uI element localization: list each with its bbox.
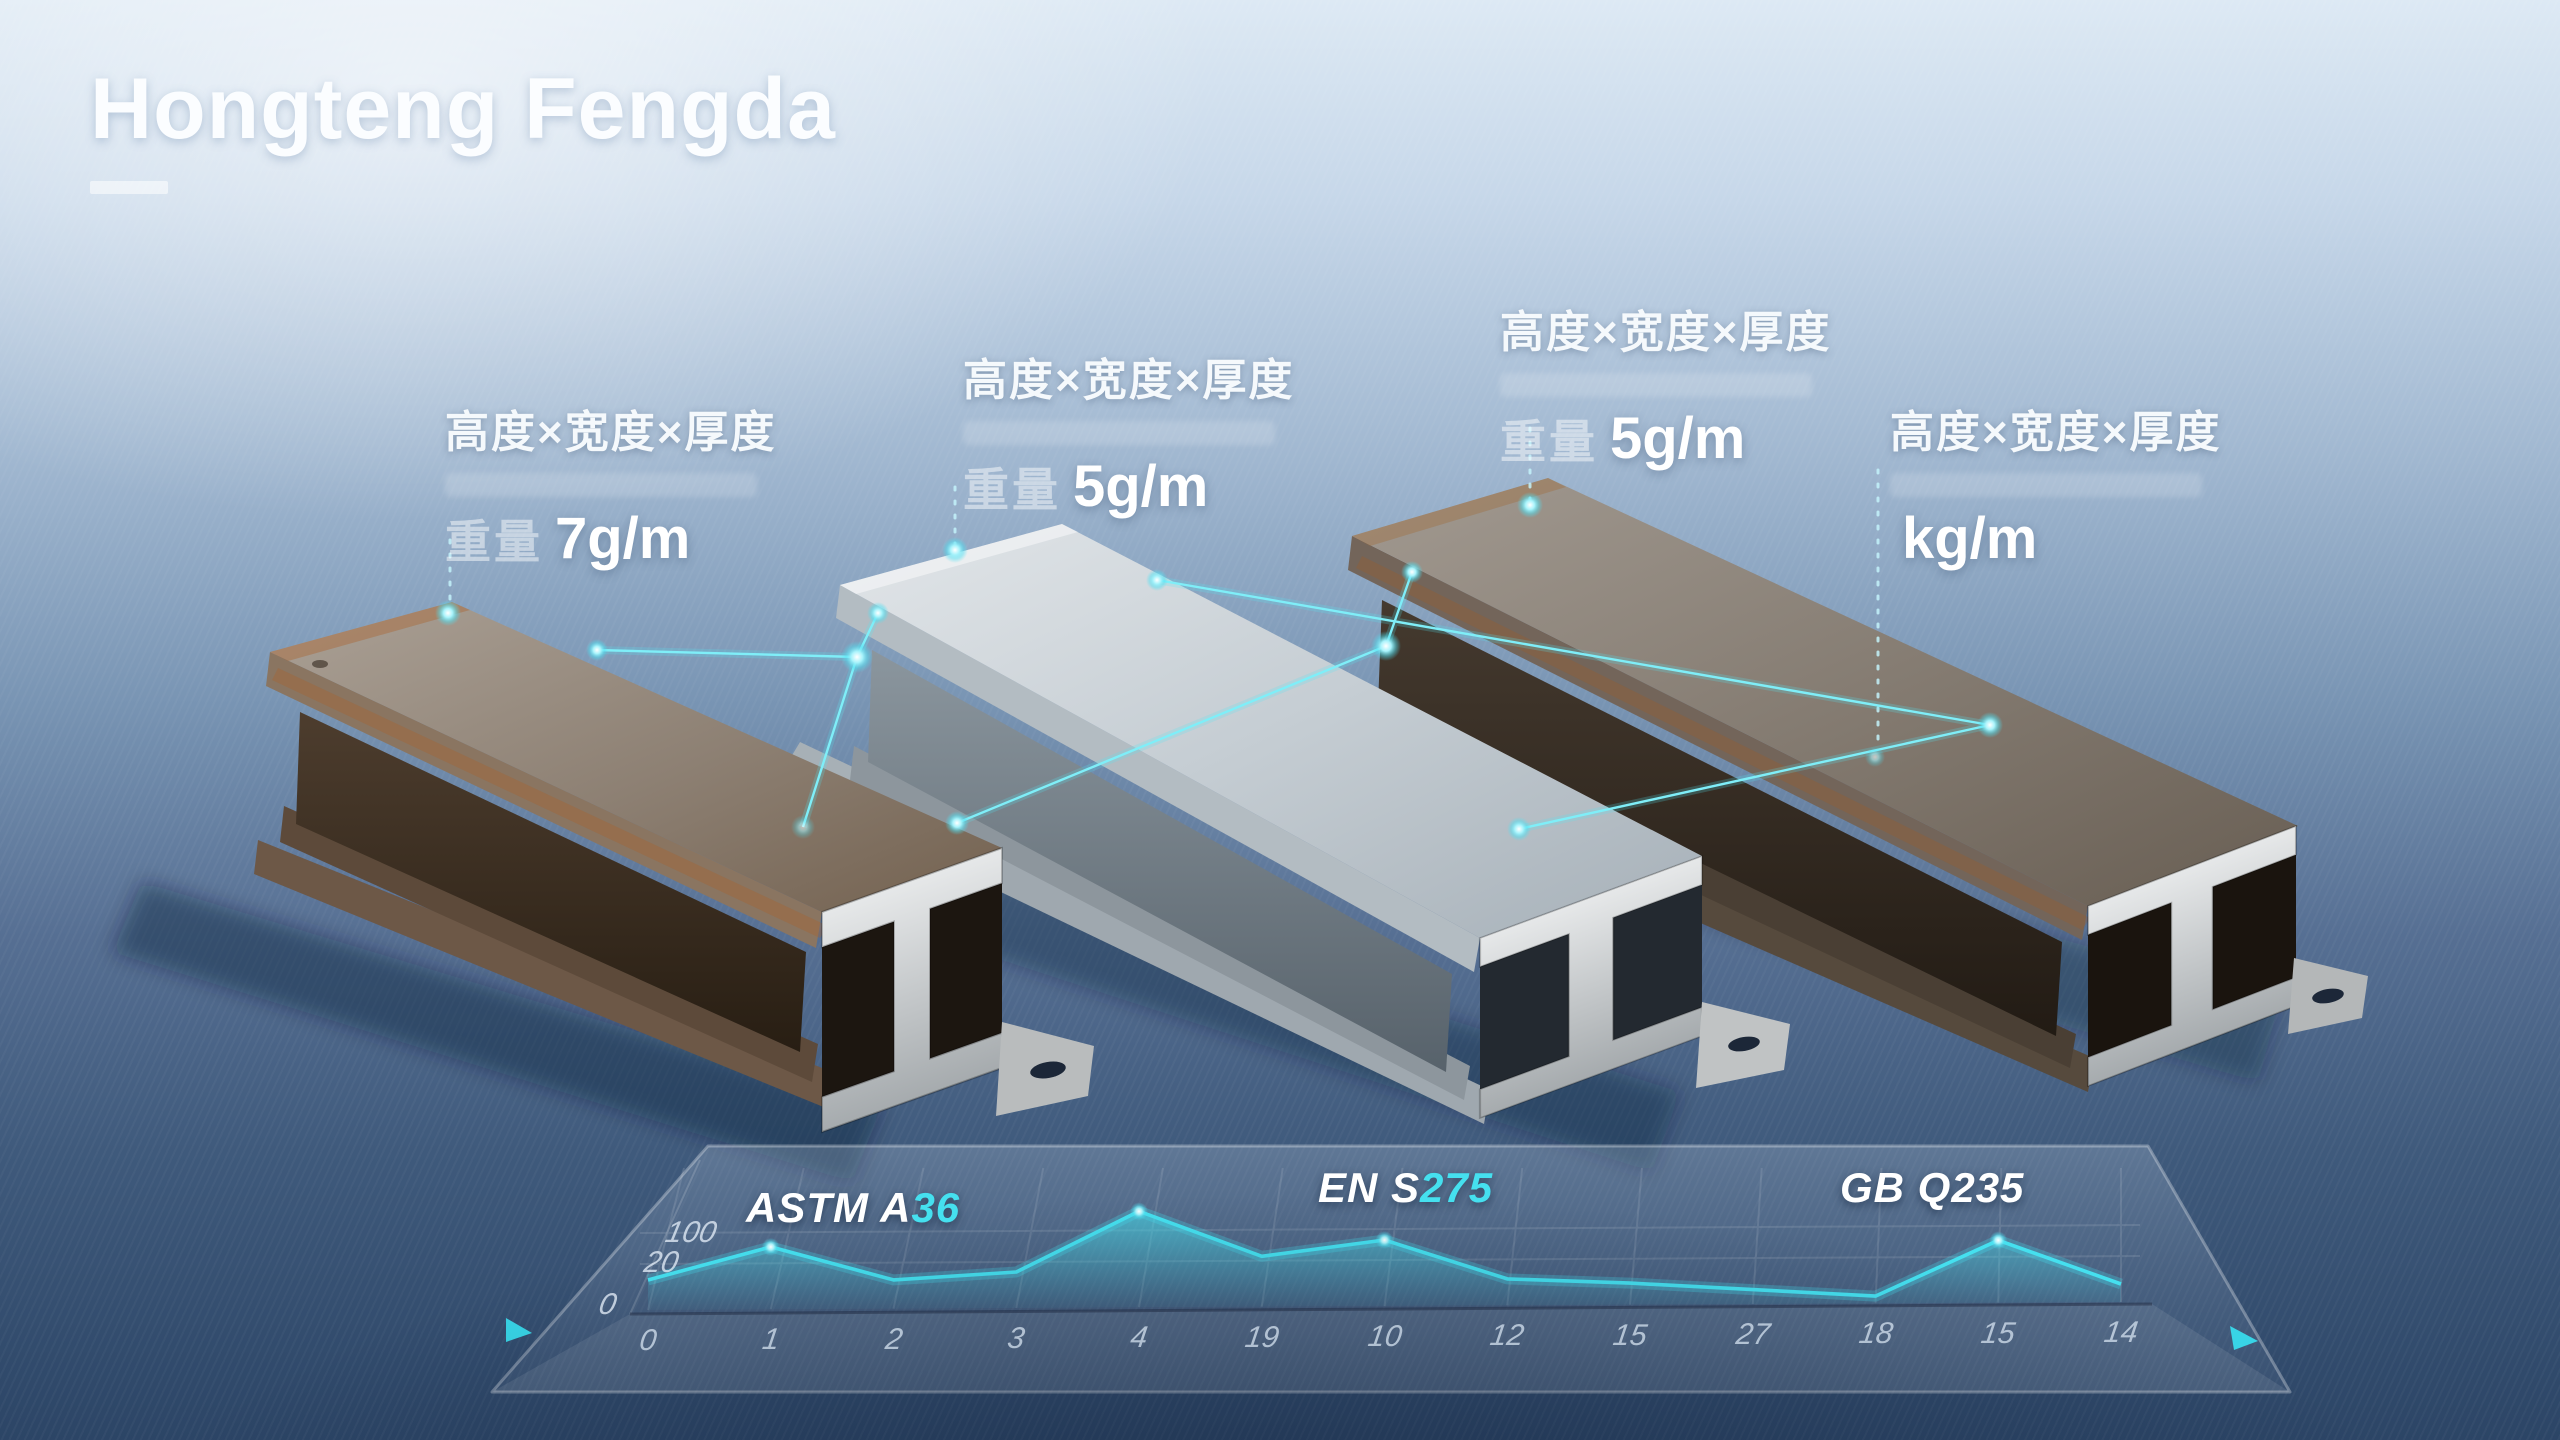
standard-en-accent: 275 bbox=[1420, 1164, 1494, 1211]
panel-tick-strip bbox=[492, 1304, 2290, 1392]
beam-network bbox=[435, 426, 2003, 841]
standard-label-gb: GB Q235 bbox=[1840, 1164, 2024, 1212]
y-axis-line bbox=[629, 1159, 701, 1315]
standard-en-prefix: EN S bbox=[1318, 1164, 1421, 1211]
y-axis-label-100: 100 bbox=[662, 1216, 720, 1249]
panel-corner-marker-right bbox=[2230, 1326, 2258, 1350]
beam2-dimensions-label: 高度×宽度×厚度 bbox=[963, 356, 1295, 405]
standard-label-astm: ASTM A36 bbox=[746, 1184, 960, 1232]
beam4-annotation: 高度×宽度×厚度 kg/m bbox=[1890, 396, 2221, 572]
beam1-weight-label: 重量 bbox=[445, 516, 543, 568]
beam4-ghost-text bbox=[1890, 473, 2202, 497]
x-tick-label: 15 bbox=[1979, 1316, 2018, 1350]
x-tick-label: 18 bbox=[1856, 1317, 1895, 1351]
beam3-annotation: 高度×宽度×厚度 重量 5g/m bbox=[1500, 296, 1831, 472]
leader-dotted-lines bbox=[448, 426, 1880, 752]
beam3-weight-value: 5g/m bbox=[1610, 406, 1746, 471]
beam-1 bbox=[254, 602, 1094, 1134]
x-tick-label: 19 bbox=[1242, 1320, 1281, 1354]
beam-3 bbox=[1336, 478, 2368, 1092]
title-block: Hongteng Fengda bbox=[90, 60, 836, 194]
beam3-ghost-text bbox=[1500, 373, 1812, 397]
network-dots bbox=[435, 492, 2003, 841]
panel-corner-marker-left bbox=[506, 1318, 532, 1342]
chart-data-point bbox=[1989, 1231, 2008, 1250]
chart-panel bbox=[490, 1144, 2292, 1394]
x-tick-label: 14 bbox=[2102, 1316, 2141, 1349]
beam1-dimensions-label: 高度×宽度×厚度 bbox=[445, 408, 777, 457]
x-tick-label: 12 bbox=[1488, 1319, 1527, 1353]
beam4-dimensions-label: 高度×宽度×厚度 bbox=[1890, 408, 2222, 457]
x-tick-label: 15 bbox=[1611, 1318, 1650, 1352]
chart-data-point bbox=[761, 1237, 780, 1256]
standard-label-en: EN S275 bbox=[1318, 1164, 1493, 1212]
standard-astm-prefix: ASTM A bbox=[746, 1184, 912, 1231]
beam3-weight-label: 重量 bbox=[1500, 416, 1598, 468]
chart-data-point bbox=[1375, 1231, 1394, 1249]
axis-baseline bbox=[629, 1302, 2153, 1316]
beam1-ghost-text bbox=[445, 473, 757, 497]
standard-astm-accent: 36 bbox=[911, 1184, 961, 1231]
beam4-weight-value: kg/m bbox=[1902, 506, 2038, 571]
chart-data-point bbox=[1130, 1202, 1148, 1221]
x-tick-label: 27 bbox=[1733, 1318, 1772, 1351]
standard-gb-prefix: GB Q235 bbox=[1840, 1164, 2025, 1211]
beam2-ghost-text bbox=[963, 421, 1275, 445]
beam1-annotation: 高度×宽度×厚度 重量 7g/m bbox=[445, 396, 776, 572]
beam1-weight-value: 7g/m bbox=[555, 506, 691, 571]
x-tick-label: 10 bbox=[1365, 1320, 1404, 1353]
beam2-annotation: 高度×宽度×厚度 重量 5g/m bbox=[963, 344, 1294, 520]
beam2-weight-value: 5g/m bbox=[1073, 454, 1209, 519]
chart-area bbox=[648, 1211, 2121, 1310]
page-title: Hongteng Fengda bbox=[90, 61, 836, 157]
beam3-dimensions-label: 高度×宽度×厚度 bbox=[1500, 308, 1832, 357]
title-underline bbox=[90, 181, 168, 194]
chart-peak-dots bbox=[761, 1202, 2008, 1256]
beam2-weight-label: 重量 bbox=[963, 464, 1061, 516]
